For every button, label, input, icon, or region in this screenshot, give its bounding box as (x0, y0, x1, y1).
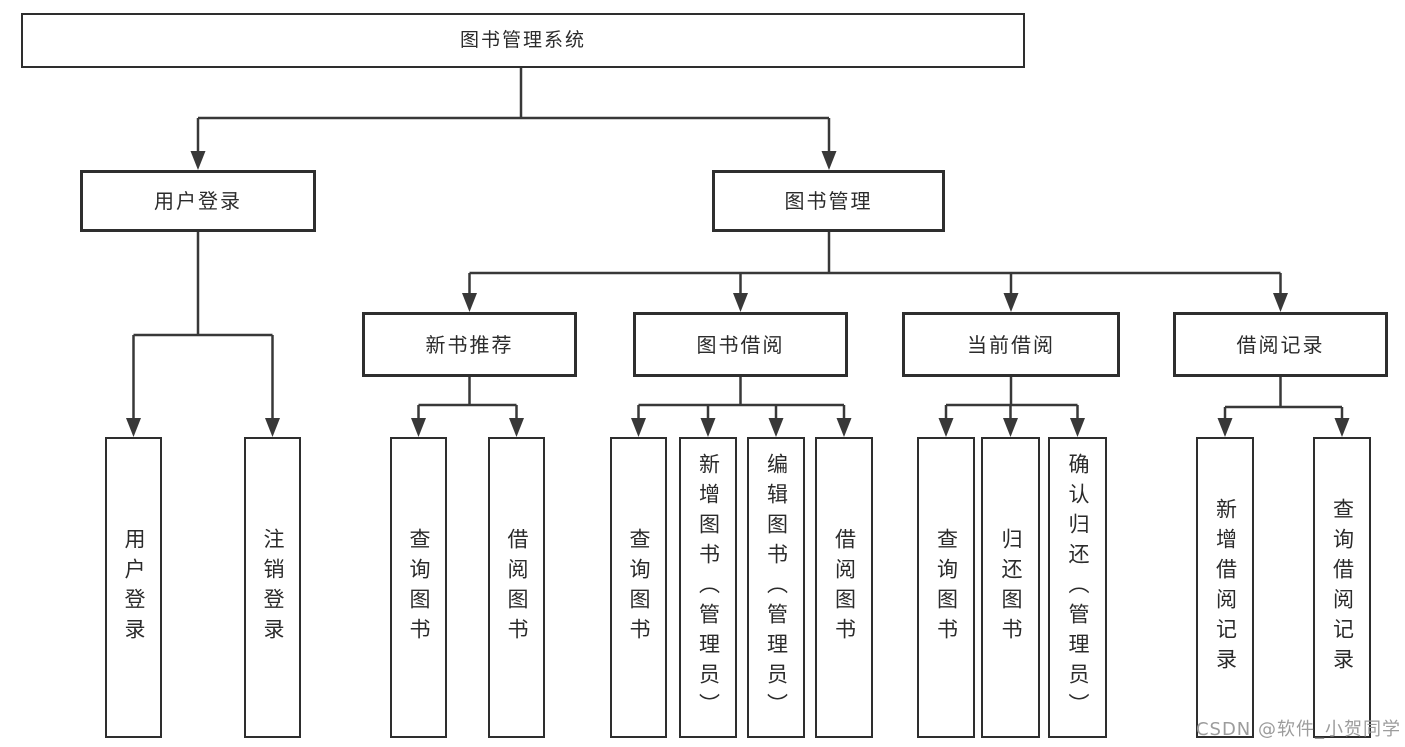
node-label: 用户登录 (154, 189, 242, 213)
node-current-borrowing: 当前借阅 (902, 312, 1120, 377)
node-book-management: 图书管理 (712, 170, 945, 232)
leaf-logout: 注销登录 (244, 437, 301, 738)
node-label: 图书管理系统 (459, 29, 586, 51)
leaf-add-books-admin: 新增图书（管理员） (679, 437, 737, 738)
leaf-query-borrow-record: 查询借阅记录 (1313, 437, 1371, 738)
node-label: 确认归还（管理员） (1066, 452, 1090, 723)
csdn-watermark: CSDN @软件_小贺同学 (1195, 719, 1401, 740)
node-label: 查询图书 (934, 527, 959, 648)
node-label: 图书管理 (784, 189, 873, 213)
node-label: 注销登录 (261, 527, 285, 648)
leaf-query-books-borrowing: 查询图书 (610, 437, 667, 738)
node-library-management-system: 图书管理系统 (21, 13, 1025, 68)
node-label: 新增图书（管理员） (696, 452, 721, 723)
node-new-book-recommendation: 新书推荐 (362, 312, 577, 377)
node-label: 查询图书 (627, 527, 651, 648)
leaf-user-login: 用户登录 (105, 437, 162, 738)
node-label: 查询图书 (407, 527, 431, 648)
arrowhead-icons (126, 151, 1350, 437)
leaf-confirm-return-admin: 确认归还（管理员） (1048, 437, 1107, 738)
leaf-borrow-books-recommend: 借阅图书 (488, 437, 545, 738)
node-label: 借阅图书 (505, 527, 529, 648)
leaf-query-books-recommend: 查询图书 (390, 437, 447, 738)
node-label: 用户登录 (122, 527, 146, 648)
node-label: 借阅图书 (832, 527, 857, 648)
node-label: 新书推荐 (425, 332, 514, 357)
node-label: 查询借阅记录 (1330, 497, 1355, 678)
node-label: 图书借阅 (696, 332, 785, 357)
node-label: 归还图书 (999, 527, 1023, 648)
leaf-query-books-current: 查询图书 (917, 437, 975, 738)
node-user-login: 用户登录 (80, 170, 316, 232)
node-label: 编辑图书（管理员） (764, 452, 789, 723)
leaf-add-borrow-record: 新增借阅记录 (1196, 437, 1254, 738)
node-book-borrowing: 图书借阅 (633, 312, 848, 377)
node-label: 新增借阅记录 (1213, 497, 1238, 678)
leaf-edit-books-admin: 编辑图书（管理员） (747, 437, 805, 738)
leaf-return-books: 归还图书 (981, 437, 1040, 738)
node-borrowing-records: 借阅记录 (1173, 312, 1388, 377)
node-label: 借阅记录 (1236, 332, 1325, 357)
leaf-borrow-books: 借阅图书 (815, 437, 873, 738)
node-label: 当前借阅 (967, 332, 1055, 357)
